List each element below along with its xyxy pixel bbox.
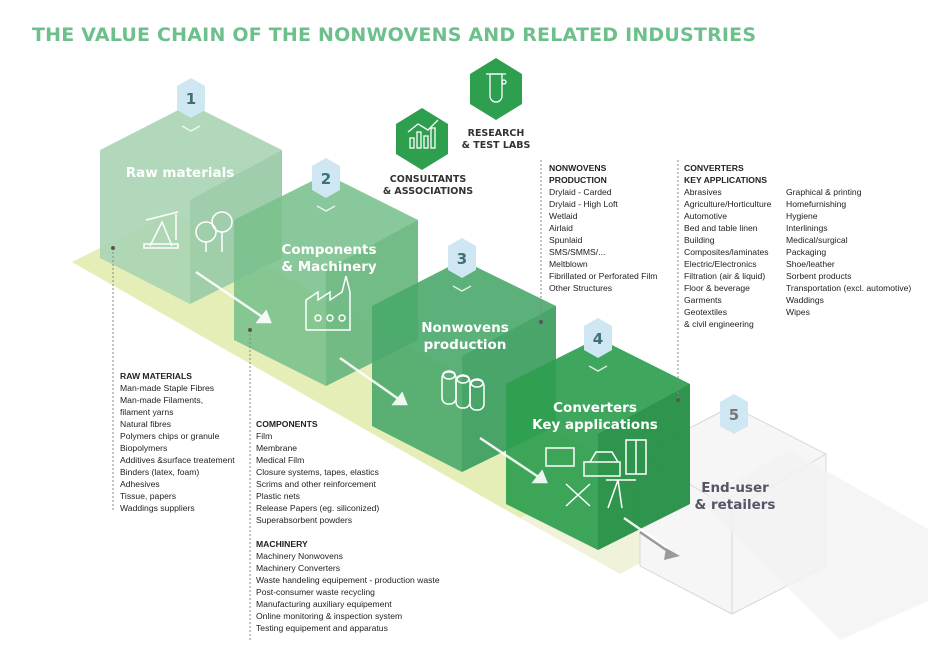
stage-3-label: Nonwovens production	[421, 320, 509, 353]
stage-4-label: Converters Key applications	[532, 400, 658, 433]
diaper-icon	[545, 447, 575, 467]
stage-2-number: 2	[320, 170, 332, 188]
dotted-connectors	[112, 160, 679, 640]
stage-5-number: 5	[728, 406, 740, 424]
consultants-caption: CONSULTANTS & ASSOCIATIONS	[382, 174, 474, 197]
stage-5-floor	[700, 450, 928, 640]
gown-icon	[625, 439, 647, 475]
factory-icon	[305, 275, 351, 331]
rolls-icon	[441, 370, 485, 411]
trees-icon	[195, 211, 233, 252]
flow-arrows	[195, 270, 671, 552]
fabric-icon	[565, 483, 591, 507]
stage-3-number: 3	[456, 250, 468, 268]
stage-4-hex	[506, 338, 690, 550]
stage-4-number: 4	[592, 330, 604, 348]
application-icons	[545, 439, 647, 509]
stage-5-label: End-user & retailers	[694, 480, 776, 513]
stage-1-label: Raw materials	[125, 165, 235, 181]
research-caption: RESEARCH & TEST LABS	[461, 128, 531, 151]
crane-icon	[606, 479, 636, 509]
page-title: THE VALUE CHAIN OF THE NONWOVENS AND REL…	[32, 24, 757, 46]
stage-1-number: 1	[185, 90, 197, 108]
badge-chevrons	[181, 125, 608, 372]
oil-pump-icon	[143, 211, 179, 249]
research-hex	[470, 58, 522, 120]
badge-hexes	[177, 78, 748, 434]
car-icon	[583, 451, 621, 477]
consultants-hex	[396, 108, 448, 170]
stage-2-label: Components & Machinery	[281, 242, 377, 275]
